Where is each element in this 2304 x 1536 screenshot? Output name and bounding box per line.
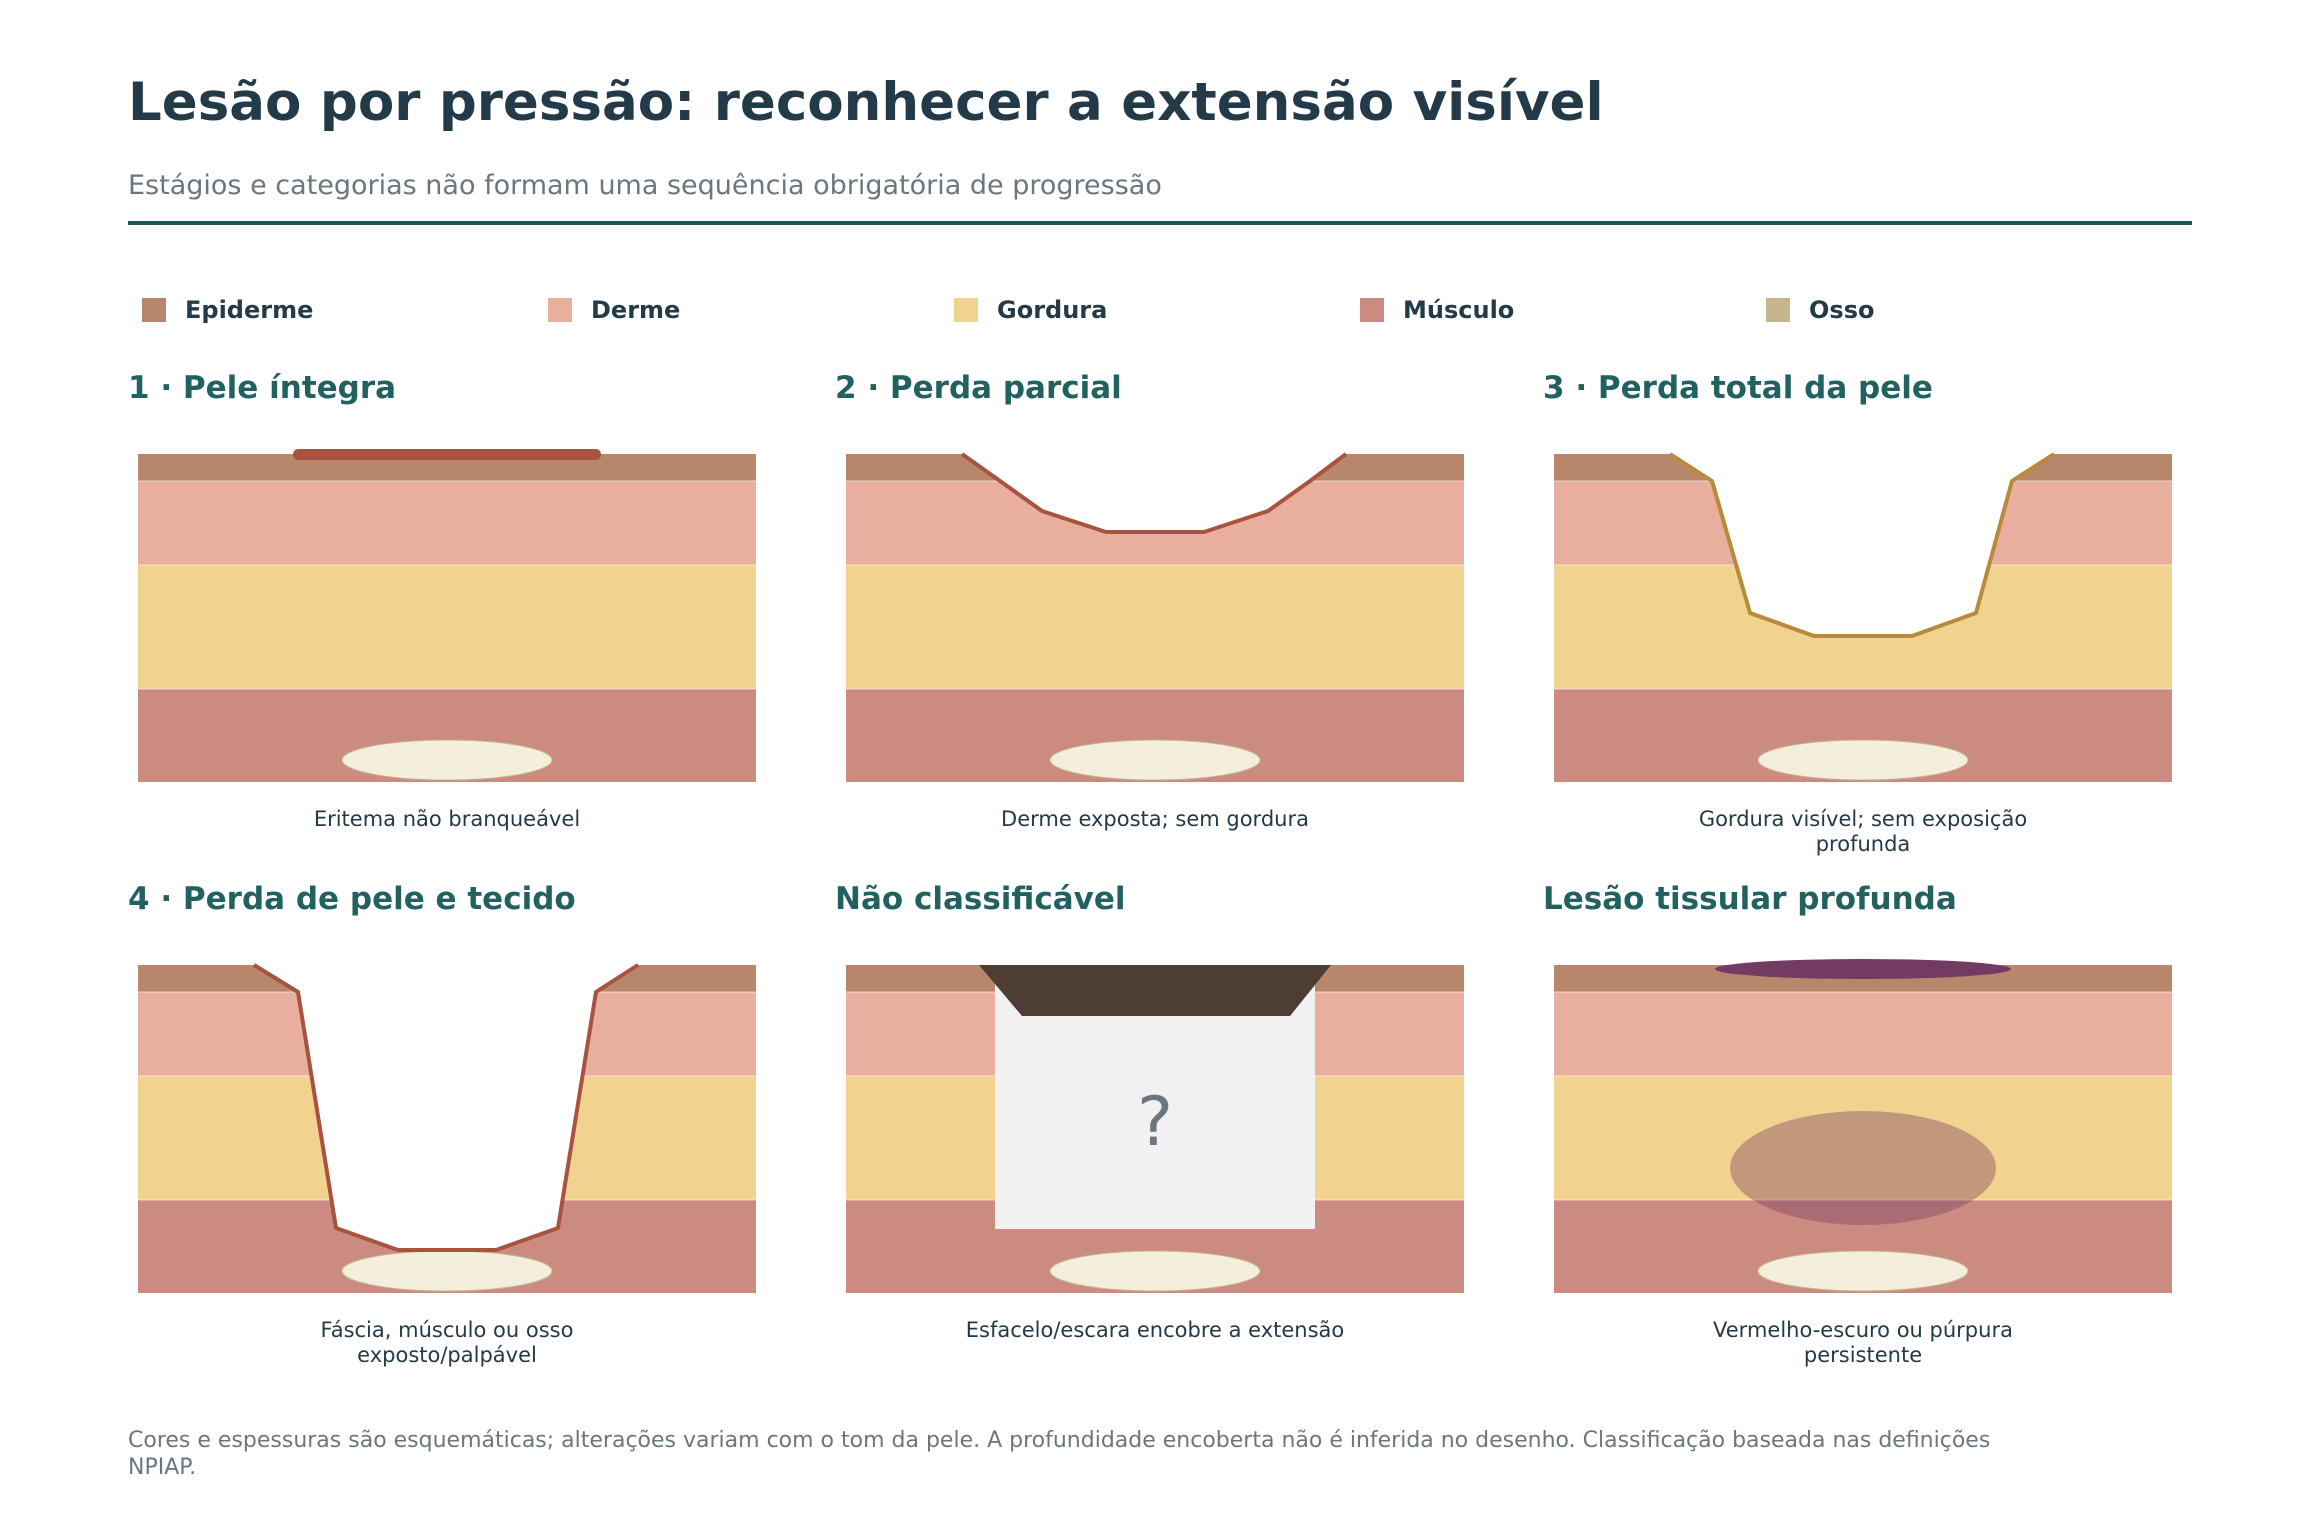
diagram-stage-2: [846, 452, 1464, 782]
layer-gordura: [138, 565, 756, 689]
layer-gordura: [846, 565, 1464, 689]
caption-stage-4: Fáscia, músculo ou osso exposto/palpável: [320, 1318, 574, 1367]
swatch-osso: [1766, 298, 1790, 322]
panel-title-stage-4: 4 · Perda de pele e tecido: [128, 881, 576, 917]
wound-bed: [254, 965, 638, 1250]
wound-edge: [252, 963, 640, 1252]
legend-label: Osso: [1809, 296, 1875, 324]
panel-title-unstageable: Não classificável: [835, 881, 1126, 917]
swatch-musculo: [1360, 298, 1384, 322]
eschar: [979, 965, 1331, 1016]
legend: Epiderme Derme Gordura Músculo Osso: [0, 290, 2304, 330]
caption-stage-3: Gordura visível; sem exposição profunda: [1698, 807, 2028, 856]
layer-gordura: [1554, 1076, 2172, 1200]
bone: [1049, 1250, 1261, 1292]
header-rule: [128, 221, 2192, 225]
diagram-stage-3: [1554, 452, 2172, 782]
diagram-deep-tissue: [1554, 959, 2172, 1293]
panel-title-deep-tissue: Lesão tissular profunda: [1543, 881, 1957, 917]
legend-label: Músculo: [1403, 296, 1515, 324]
layer-derme: [1554, 992, 2172, 1076]
erythema-mark: [293, 449, 601, 460]
legend-label: Gordura: [997, 296, 1108, 324]
purple-discoloration: [1715, 959, 2011, 979]
wound-edge: [960, 452, 1348, 534]
panel-title-stage-3: 3 · Perda total da pele: [1543, 370, 1933, 406]
caption-unstageable: Esfacelo/escara encobre a extensão: [965, 1318, 1345, 1342]
swatch-epiderme: [142, 298, 166, 322]
wound-edge: [1668, 452, 2056, 638]
panel-title-stage-2: 2 · Perda parcial: [835, 370, 1122, 406]
legend-item-gordura: Gordura: [954, 290, 1107, 330]
diagram-unstageable: ?: [846, 965, 1464, 1293]
deep-injury-area: [1730, 1111, 1996, 1225]
legend-item-derme: Derme: [548, 290, 680, 330]
swatch-gordura: [954, 298, 978, 322]
diagram-stage-1: [138, 449, 756, 782]
diagram-stage-4: [138, 963, 756, 1293]
page-title: Lesão por pressão: reconhecer a extensão…: [128, 72, 1604, 133]
wound-bed: [962, 454, 1346, 532]
caption-stage-2: Derme exposta; sem gordura: [1001, 807, 1309, 831]
bone: [1049, 739, 1261, 781]
exposed-bone: [341, 1250, 553, 1292]
panel-title-stage-1: 1 · Pele íntegra: [128, 370, 397, 406]
legend-label: Epiderme: [185, 296, 314, 324]
legend-item-osso: Osso: [1766, 290, 1874, 330]
swatch-derme: [548, 298, 572, 322]
bone: [341, 739, 553, 781]
footnote: Cores e espessuras são esquemáticas; alt…: [128, 1428, 1991, 1480]
bone: [1757, 1250, 1969, 1292]
page-subtitle: Estágios e categorias não formam uma seq…: [128, 170, 1162, 201]
layer-derme: [138, 481, 756, 565]
legend-item-musculo: Músculo: [1360, 290, 1514, 330]
legend-label: Derme: [591, 296, 681, 324]
caption-deep-tissue: Vermelho-escuro ou púrpura persistente: [1713, 1318, 2013, 1367]
caption-stage-1: Eritema não branqueável: [313, 807, 581, 831]
bone: [1757, 739, 1969, 781]
wound-bed: [1670, 454, 2054, 636]
unknown-depth-mark: ?: [1137, 1083, 1173, 1162]
legend-item-epiderme: Epiderme: [142, 290, 313, 330]
